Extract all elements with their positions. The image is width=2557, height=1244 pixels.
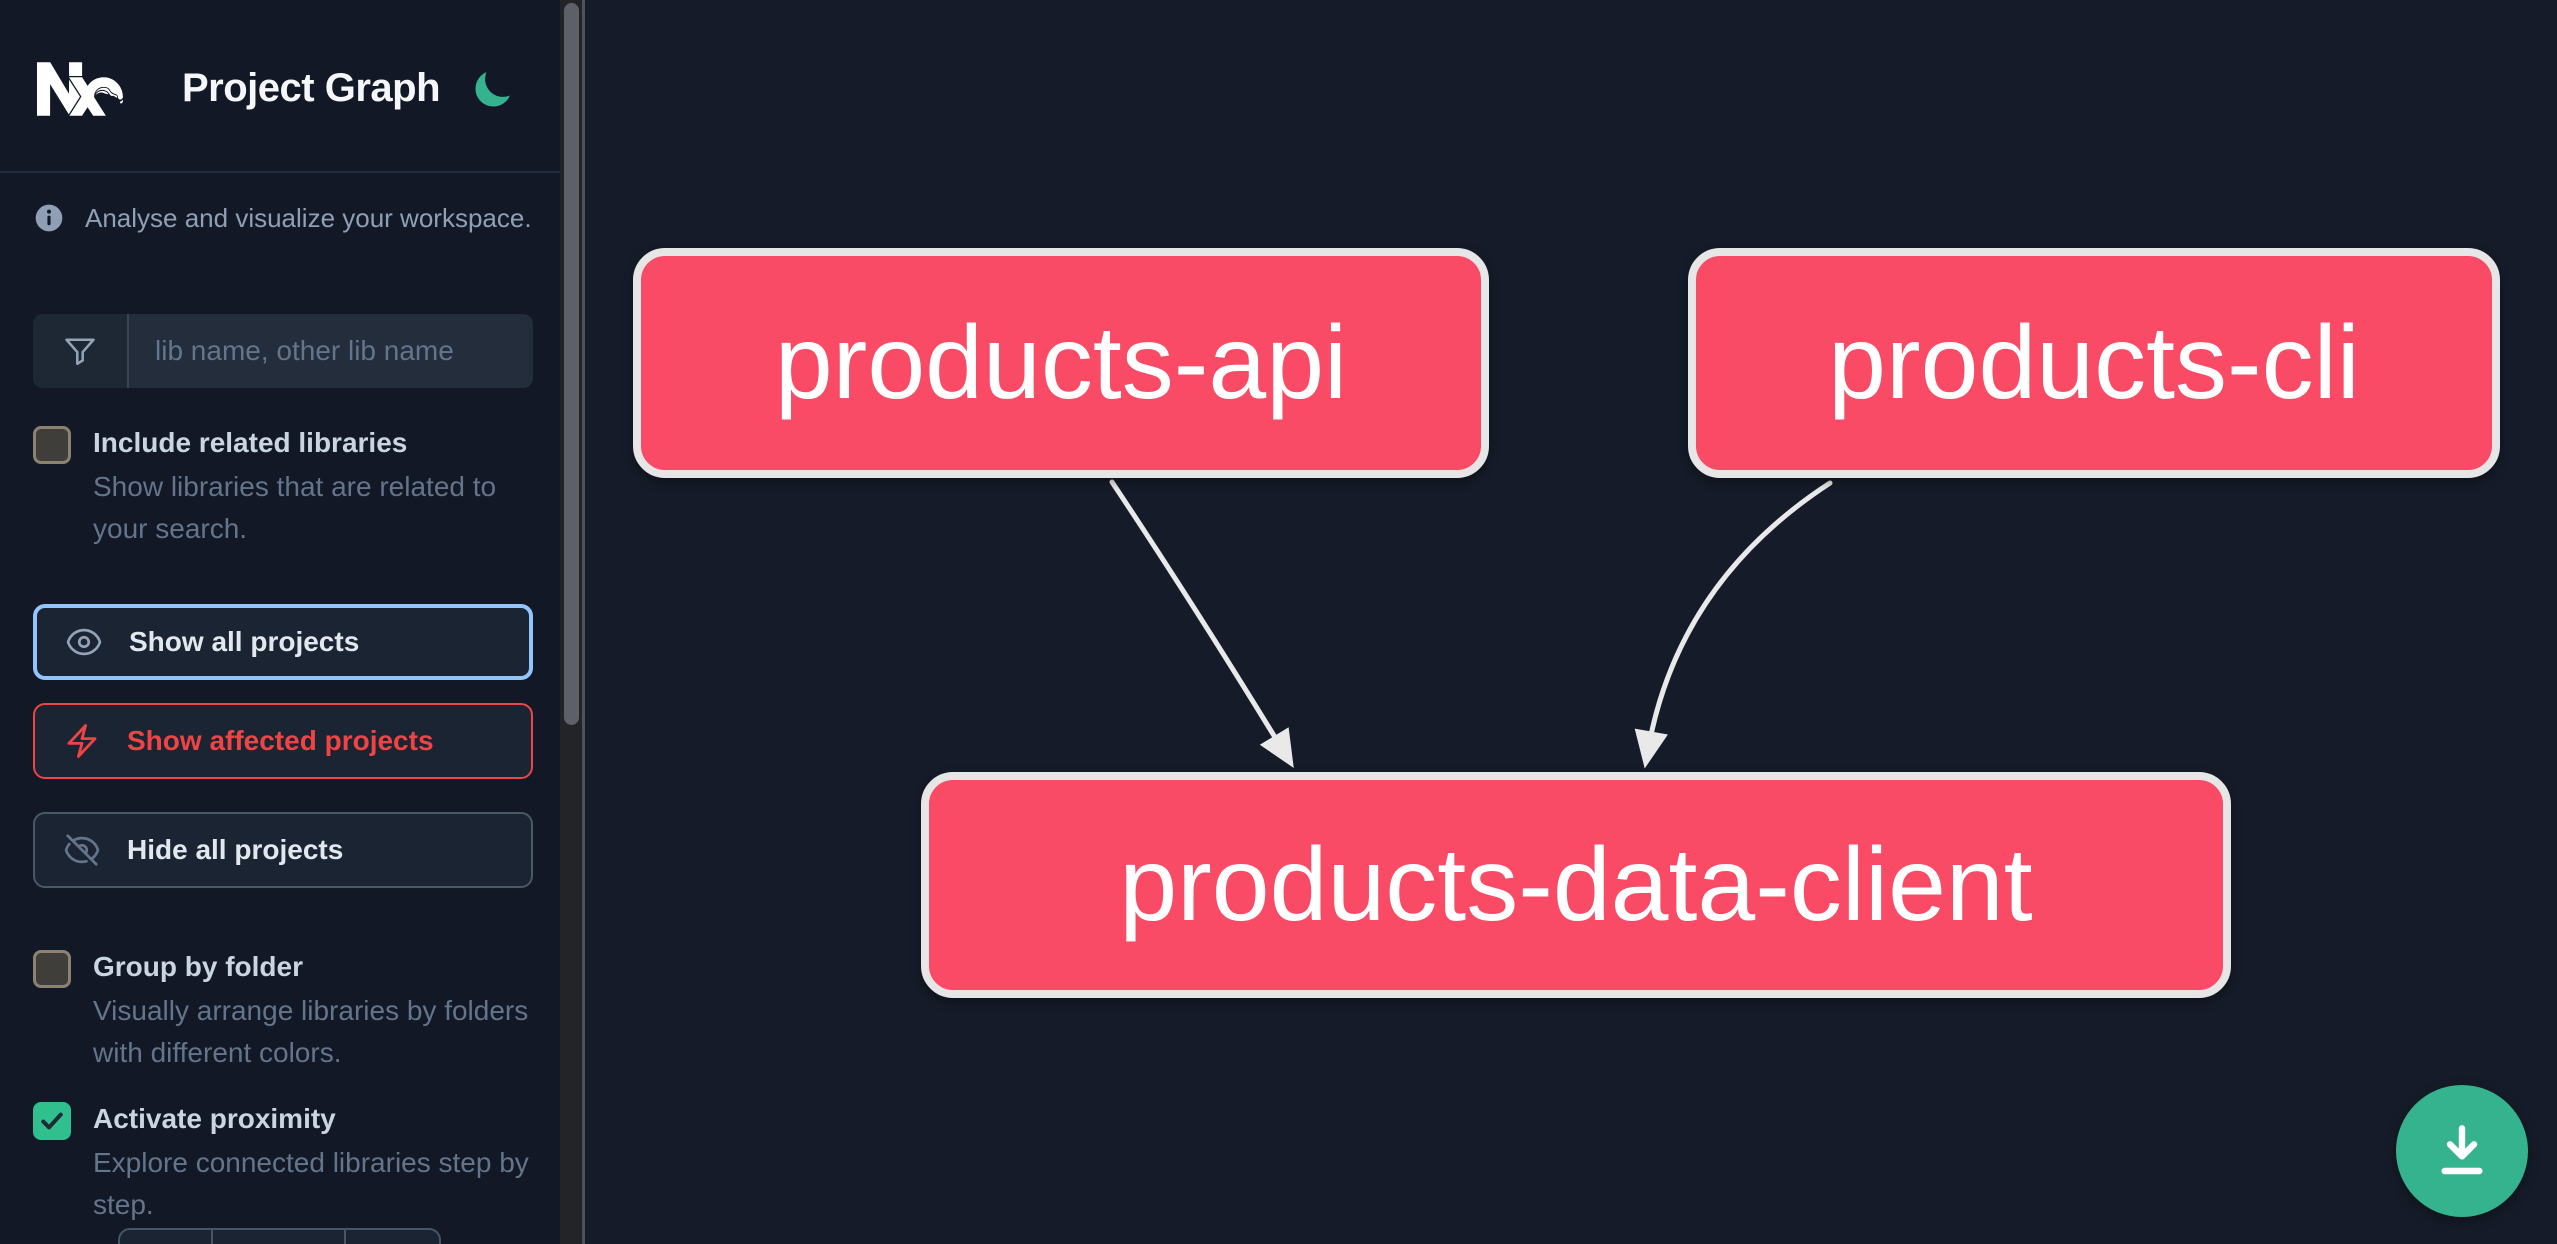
- option-activate-proximity[interactable]: Activate proximity Explore connected lib…: [33, 1100, 538, 1226]
- hide-all-projects-button[interactable]: Hide all projects: [33, 812, 533, 888]
- proximity-depth-stepper: [118, 1228, 441, 1244]
- proximity-increment-button[interactable]: [346, 1230, 439, 1244]
- include-related-checkbox[interactable]: [33, 426, 71, 464]
- button-label: Hide all projects: [127, 834, 344, 865]
- sidebar-header: Project Graph: [0, 0, 560, 173]
- moon-icon: [470, 68, 518, 112]
- option-description: Show libraries that are related to your …: [93, 471, 497, 544]
- download-icon: [2430, 1119, 2494, 1183]
- option-description: Explore connected libraries step by step…: [93, 1147, 529, 1220]
- bolt-icon: [63, 722, 101, 760]
- show-affected-projects-button[interactable]: Show affected projects: [33, 703, 533, 779]
- graph-node-products-api[interactable]: products-api: [633, 248, 1489, 478]
- button-label: Show affected projects: [127, 725, 434, 756]
- option-label: Include related libraries: [93, 427, 408, 458]
- search-input[interactable]: [129, 314, 533, 388]
- search-box: [33, 314, 533, 388]
- proximity-decrement-button[interactable]: [120, 1230, 213, 1244]
- show-all-projects-button[interactable]: Show all projects: [33, 604, 533, 680]
- eye-off-icon: [63, 831, 101, 869]
- workspace-intro: Analyse and visualize your workspace.: [33, 202, 532, 234]
- intro-text: Analyse and visualize your workspace.: [85, 202, 532, 233]
- option-label: Activate proximity: [93, 1103, 336, 1134]
- sidebar-scrollbar-track: [560, 0, 585, 1244]
- download-image-button[interactable]: [2396, 1085, 2528, 1217]
- group-by-folder-checkbox[interactable]: [33, 950, 71, 988]
- graph-node-products-data-client[interactable]: products-data-client: [921, 772, 2231, 998]
- eye-icon: [65, 623, 103, 661]
- option-group-by-folder[interactable]: Group by folder Visually arrange librari…: [33, 948, 538, 1074]
- activate-proximity-checkbox[interactable]: [33, 1102, 71, 1140]
- filter-icon: [33, 314, 129, 388]
- button-label: Show all projects: [129, 626, 360, 657]
- option-label: Group by folder: [93, 951, 303, 982]
- info-icon: [33, 202, 65, 234]
- proximity-value-display: [213, 1230, 346, 1244]
- graph-node-products-cli[interactable]: products-cli: [1688, 248, 2500, 478]
- sidebar: Project Graph Analyse and visualize your…: [0, 0, 560, 1244]
- page-title: Project Graph: [182, 66, 441, 110]
- option-description: Visually arrange libraries by folders wi…: [93, 995, 529, 1068]
- graph-canvas[interactable]: [585, 0, 2557, 1244]
- sidebar-scrollbar-thumb[interactable]: [564, 3, 579, 725]
- nx-logo: [37, 62, 124, 116]
- option-include-related-libraries[interactable]: Include related libraries Show libraries…: [33, 424, 538, 550]
- theme-toggle-button[interactable]: [470, 66, 518, 114]
